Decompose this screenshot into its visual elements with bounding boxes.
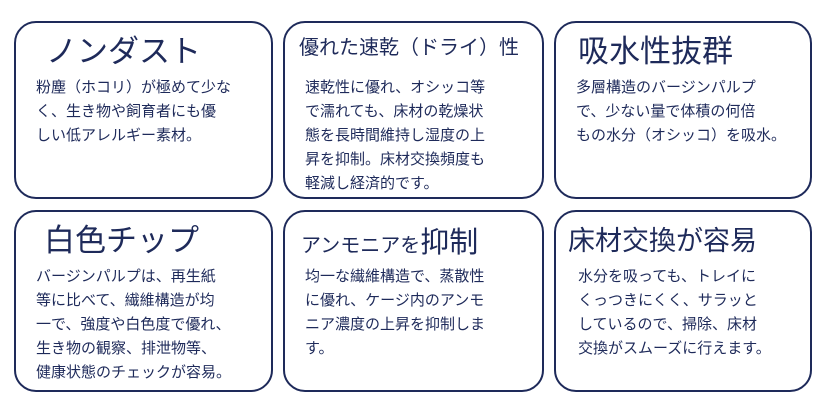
feature-title: アンモニアを抑制: [301, 228, 478, 257]
feature-card-absorbency: 吸水性抜群 多層構造のバージンパルプ で、少ない量で体積の何倍 もの水分（オシッ…: [554, 21, 812, 199]
feature-title: 優れた速乾（ドライ）性: [299, 35, 519, 59]
feature-title: 白色チップ: [44, 223, 199, 259]
feature-description: バージンパルプは、再生紙 等に比べて、繊維構造が均 一で、強度や白色度で優れ、 …: [36, 267, 232, 381]
feature-description: 速乾性に優れ、オシッコ等 で濡れても、床材の乾燥状 態を長時間維持し湿度の上 昇…: [305, 78, 486, 192]
feature-title: 吸水性抜群: [578, 34, 733, 70]
feature-title-prefix: アンモニアを: [301, 233, 421, 257]
feature-description: 均一な繊維構造で、蒸散性 に優れ、ケージ内のアンモ ニア濃度の上昇を抑制しま す…: [305, 267, 486, 357]
feature-description: 水分を吸っても、トレイに くっつきにくく、サラッと しているので、掃除、床材 交…: [578, 267, 771, 357]
feature-description: 多層構造のバージンパルプ で、少ない量で体積の何倍 もの水分（オシッコ）を吸水。: [576, 78, 787, 144]
feature-title: ノンダスト: [46, 34, 201, 70]
feature-title: 床材交換が容易: [568, 226, 757, 257]
feature-card-ammonia-control: アンモニアを抑制 均一な繊維構造で、蒸散性 に優れ、ケージ内のアンモ ニア濃度の…: [283, 210, 544, 392]
feature-card-non-dust: ノンダスト 粉塵（ホコリ）が極めて少な く、生き物や飼育者にも優 しい低アレルギ…: [14, 21, 273, 199]
feature-card-quick-dry: 優れた速乾（ドライ）性 速乾性に優れ、オシッコ等 で濡れても、床材の乾燥状 態を…: [283, 21, 544, 199]
feature-title-emphasis: 抑制: [420, 225, 479, 259]
feature-card-easy-replacement: 床材交換が容易 水分を吸っても、トレイに くっつきにくく、サラッと しているので…: [554, 210, 812, 392]
feature-card-white-chip: 白色チップ バージンパルプは、再生紙 等に比べて、繊維構造が均 一で、強度や白色…: [14, 210, 273, 392]
feature-description: 粉塵（ホコリ）が極めて少な く、生き物や飼育者にも優 しい低アレルギー素材。: [36, 78, 232, 144]
